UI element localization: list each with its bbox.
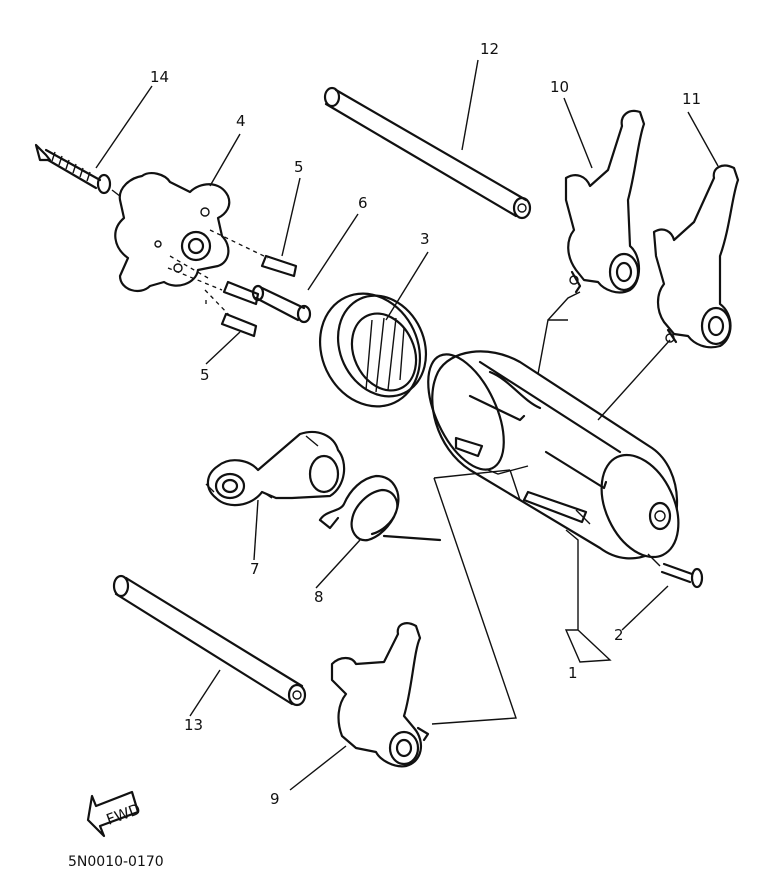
part-shift-lever: [205, 430, 346, 507]
callout-7: 14: [150, 68, 169, 86]
assembly-lines-stopper: [167, 229, 269, 319]
callout-4: 4: [236, 112, 246, 130]
callout-2: 2: [614, 626, 624, 644]
callout-13: 12: [480, 40, 499, 58]
part-shaft-lower: [112, 574, 307, 707]
part-dowel-pins: [220, 254, 298, 338]
part-stopper-plate: [114, 172, 231, 293]
callout-9: 8: [314, 588, 324, 606]
callout-14: 13: [184, 716, 203, 734]
callout-11: 10: [550, 78, 569, 96]
part-shift-fork-10: [330, 622, 430, 768]
part-shaft-upper: [323, 86, 532, 220]
callout-12: 11: [682, 90, 701, 108]
part-bearing: [318, 292, 428, 408]
leader-lines: [95, 59, 719, 791]
callout-6: 6: [358, 194, 368, 212]
part-shift-fork-11: [564, 109, 646, 294]
diagram-code: 5N0010-0170: [68, 854, 164, 870]
part-spring: [318, 474, 442, 542]
part-shift-drum: [427, 350, 680, 560]
callout-3: 3: [420, 230, 430, 248]
part-screw: [647, 553, 704, 589]
fwd-arrow-icon: FWD: [86, 790, 143, 838]
callout-1: 1: [568, 664, 578, 682]
callout-10: 9: [270, 790, 280, 808]
callout-5-upper: 5: [294, 158, 304, 176]
part-pin: [251, 284, 312, 324]
part-bolt: [34, 143, 126, 201]
part-shift-fork-12: [652, 164, 740, 349]
callout-5-lower: 5: [200, 366, 210, 384]
callout-8: 7: [250, 560, 260, 578]
